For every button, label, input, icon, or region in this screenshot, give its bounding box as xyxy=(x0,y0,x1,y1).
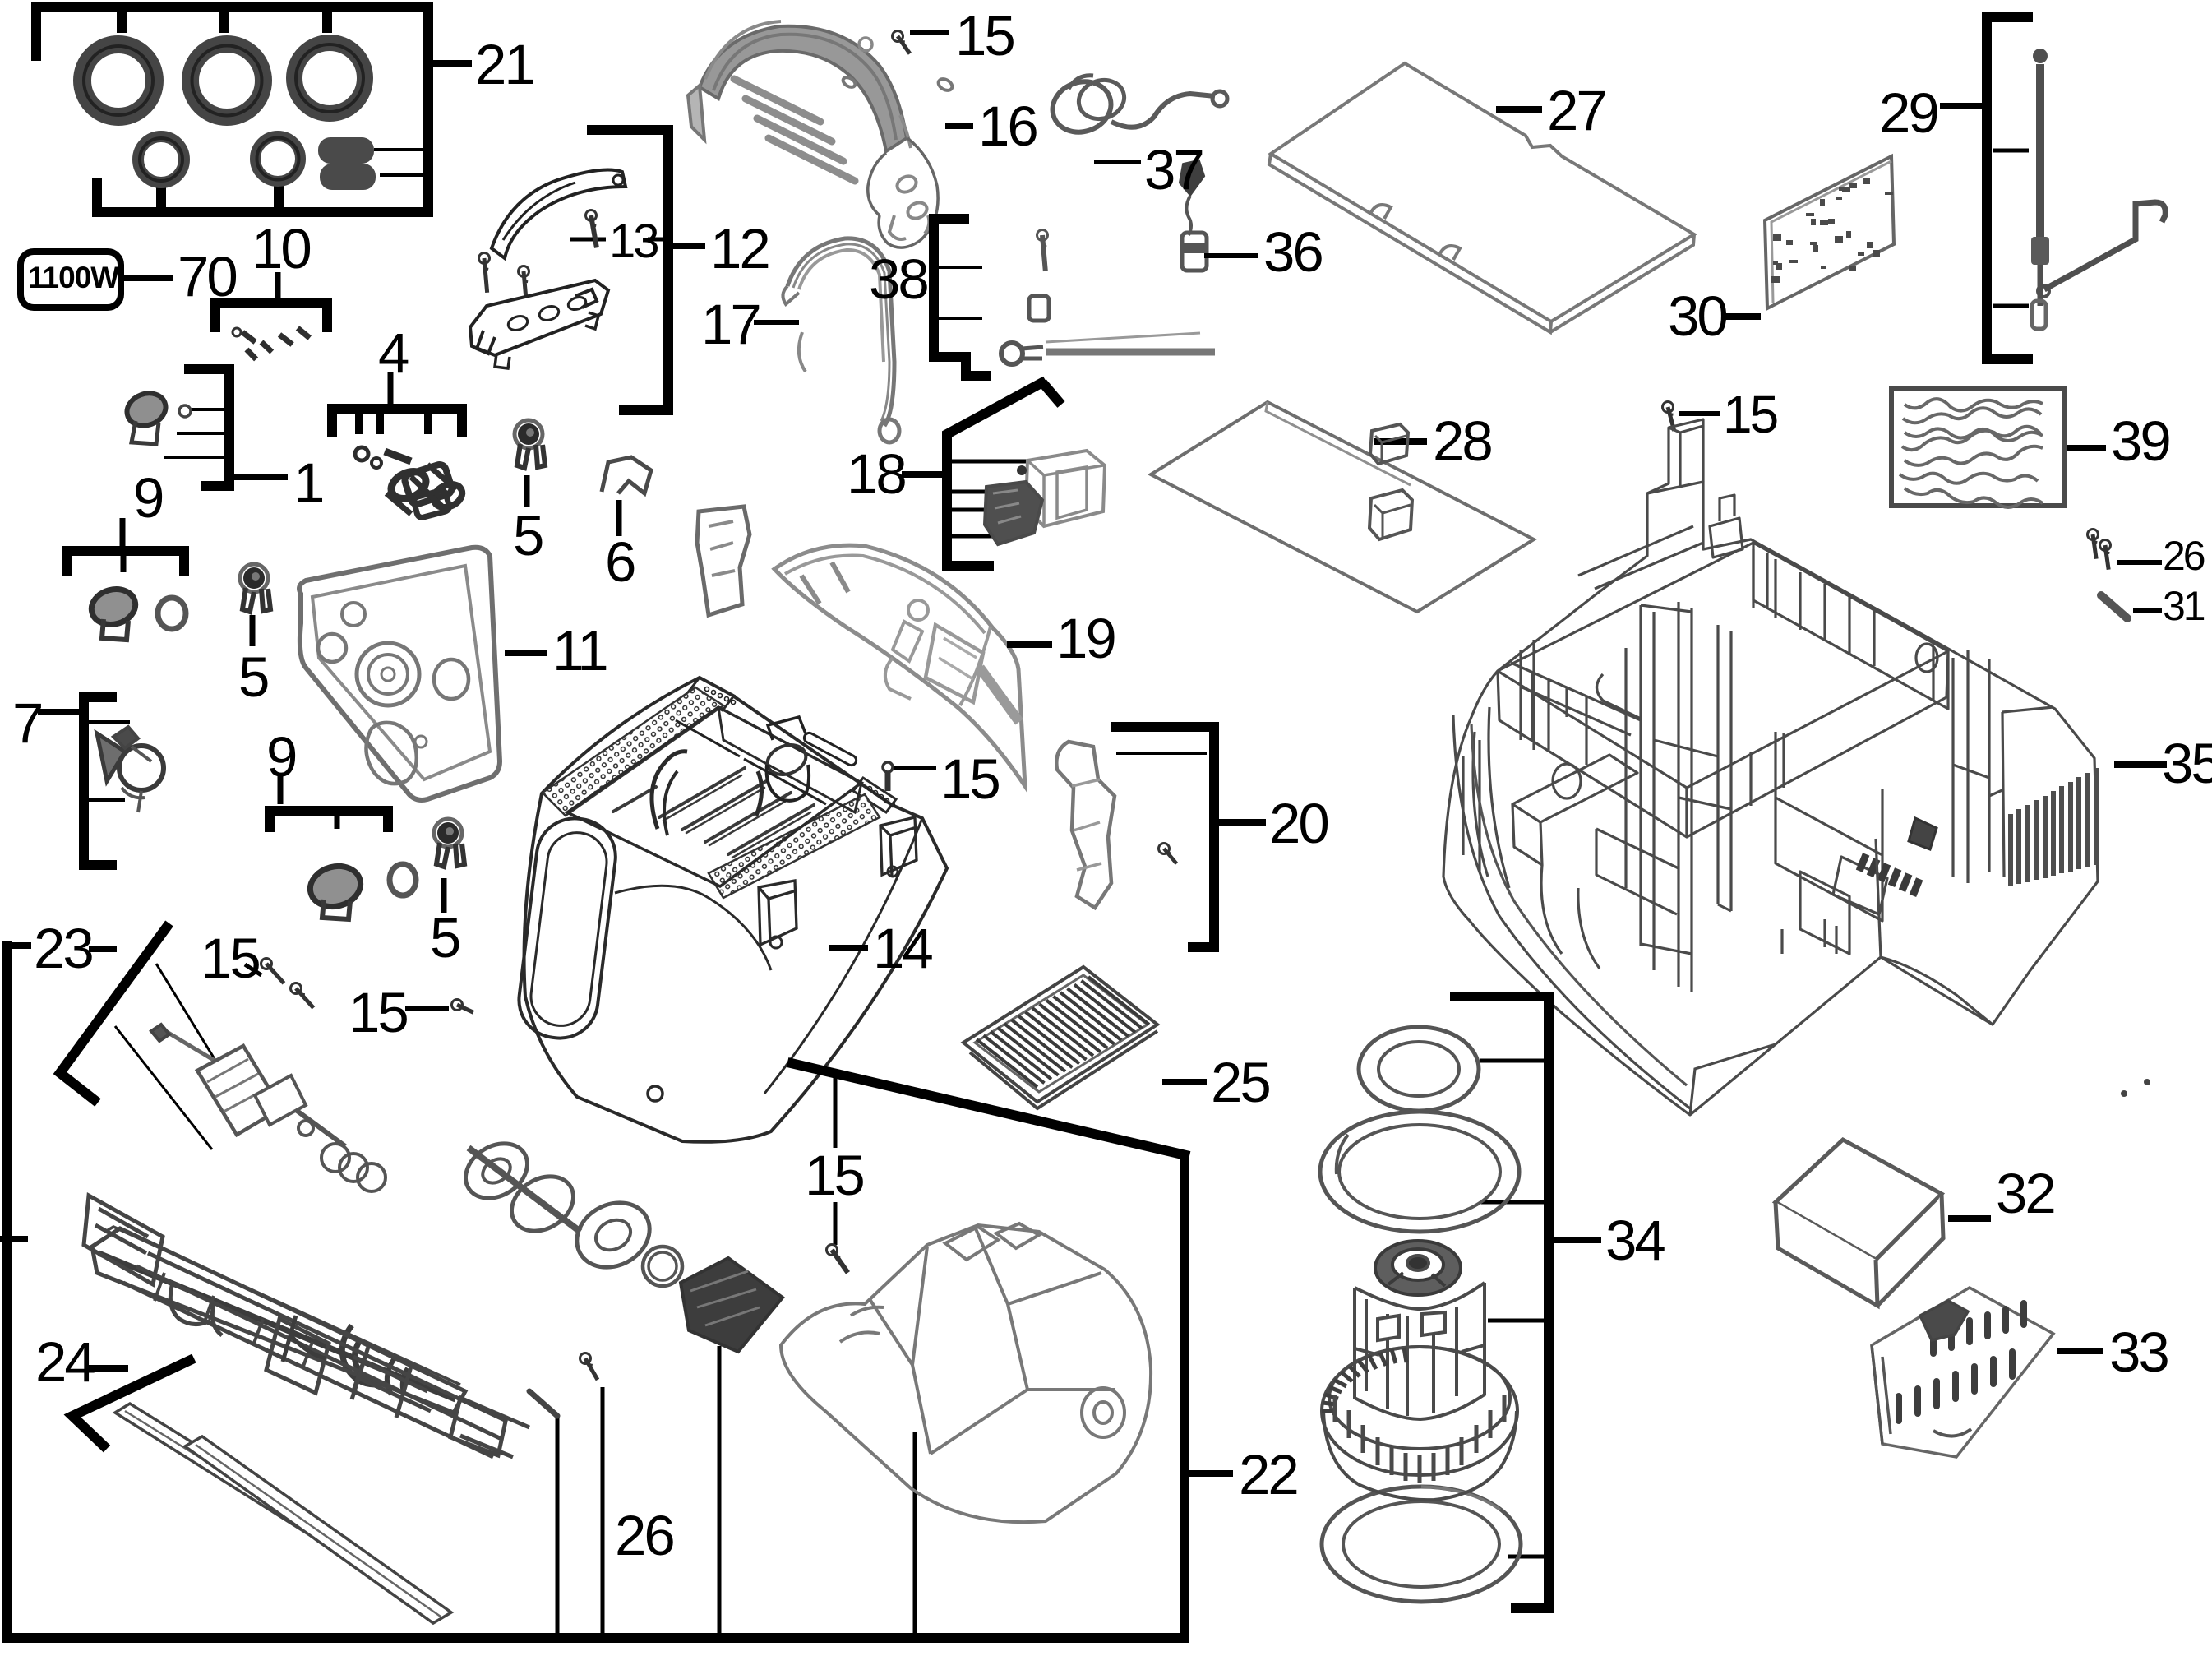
svg-text:5: 5 xyxy=(238,645,268,709)
svg-text:25: 25 xyxy=(1211,1051,1269,1114)
svg-text:12: 12 xyxy=(710,217,769,280)
svg-text:15: 15 xyxy=(940,747,999,811)
svg-text:24: 24 xyxy=(35,1330,95,1394)
svg-text:1100W: 1100W xyxy=(28,261,119,294)
svg-text:15: 15 xyxy=(1723,385,1777,444)
svg-text:9: 9 xyxy=(266,725,296,789)
svg-text:19: 19 xyxy=(1056,607,1115,670)
svg-text:5: 5 xyxy=(430,906,459,969)
svg-text:4: 4 xyxy=(378,321,409,385)
svg-text:27: 27 xyxy=(1547,79,1605,142)
svg-text:34: 34 xyxy=(1605,1209,1665,1272)
svg-text:9: 9 xyxy=(133,466,163,530)
svg-text:10: 10 xyxy=(252,217,310,280)
svg-text:26: 26 xyxy=(2163,533,2205,579)
svg-text:15: 15 xyxy=(349,981,407,1044)
svg-text:33: 33 xyxy=(2109,1321,2168,1384)
svg-text:37: 37 xyxy=(1144,138,1203,201)
svg-text:7: 7 xyxy=(12,692,41,755)
svg-text:22: 22 xyxy=(1239,1443,1297,1506)
svg-text:6: 6 xyxy=(605,530,635,594)
svg-text:15: 15 xyxy=(805,1144,863,1207)
svg-text:32: 32 xyxy=(1996,1162,2054,1225)
svg-text:17: 17 xyxy=(701,293,760,356)
svg-text:15: 15 xyxy=(201,927,259,990)
svg-text:29: 29 xyxy=(1879,81,1937,145)
svg-text:14: 14 xyxy=(873,917,932,980)
svg-text:23: 23 xyxy=(34,917,92,980)
svg-text:16: 16 xyxy=(978,95,1037,158)
svg-text:70: 70 xyxy=(178,245,236,308)
svg-text:5: 5 xyxy=(513,504,543,567)
svg-text:20: 20 xyxy=(1269,792,1328,855)
svg-text:13: 13 xyxy=(609,215,658,268)
svg-text:15: 15 xyxy=(955,4,1014,67)
svg-text:31: 31 xyxy=(2163,583,2205,629)
svg-text:18: 18 xyxy=(847,442,905,506)
svg-text:1: 1 xyxy=(293,451,322,515)
svg-text:21: 21 xyxy=(475,33,533,96)
svg-text:39: 39 xyxy=(2111,409,2169,473)
svg-text:26: 26 xyxy=(615,1504,673,1567)
svg-text:36: 36 xyxy=(1263,220,1322,284)
svg-text:38: 38 xyxy=(869,247,927,311)
svg-text:35: 35 xyxy=(2162,732,2212,795)
svg-text:11: 11 xyxy=(552,619,607,682)
svg-text:28: 28 xyxy=(1433,409,1491,473)
svg-text:30: 30 xyxy=(1668,284,1726,348)
